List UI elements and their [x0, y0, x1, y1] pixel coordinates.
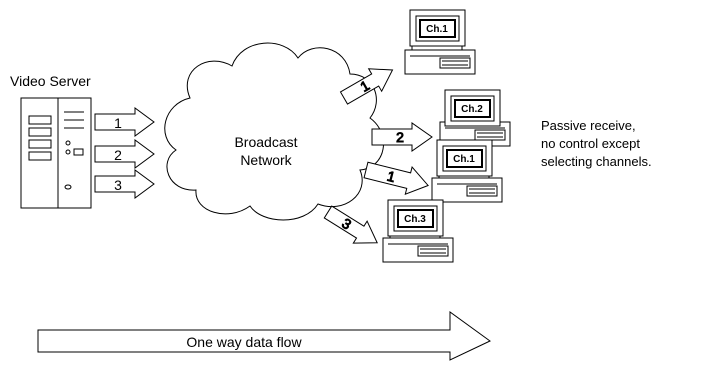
- server-stream-label: 3: [114, 177, 122, 193]
- receiver-arrow: 2: [371, 122, 433, 152]
- receiver-computer: [382, 199, 454, 263]
- screen-channel-label: Ch.3: [404, 214, 426, 225]
- receiver-arrow: 1: [339, 68, 394, 105]
- server-stream-label: 1: [114, 115, 122, 131]
- receiver-computer: [431, 139, 503, 203]
- receiver-computer: [404, 9, 476, 75]
- server-stream-arrow: [94, 139, 155, 169]
- note-line2: no control except: [541, 136, 640, 151]
- video-server: [20, 97, 92, 209]
- note-line1: Passive receive,: [541, 118, 636, 133]
- receiver-arrow: 1: [363, 161, 429, 196]
- screen-channel-label: Ch.2: [461, 104, 483, 115]
- server-stream-label: 2: [114, 147, 122, 163]
- network-label-line2: Network: [240, 152, 292, 168]
- server-stream-arrow: [94, 107, 155, 137]
- receiver-arrow-label: 2: [396, 129, 404, 145]
- broadcast-network-cloud: [164, 42, 384, 221]
- screen-channel-label: Ch.1: [426, 24, 448, 35]
- video-server-label: Video Server: [10, 73, 91, 89]
- screen-channel-label: Ch.1: [453, 154, 475, 165]
- data-flow-arrow: [37, 311, 491, 361]
- receiver-arrow: 3: [323, 205, 378, 244]
- data-flow-label: One way data flow: [186, 334, 302, 350]
- receiver-computer: [439, 89, 511, 147]
- network-label-line1: Broadcast: [234, 134, 297, 150]
- note-line3: selecting channels.: [541, 154, 652, 169]
- server-stream-arrow: [94, 169, 155, 199]
